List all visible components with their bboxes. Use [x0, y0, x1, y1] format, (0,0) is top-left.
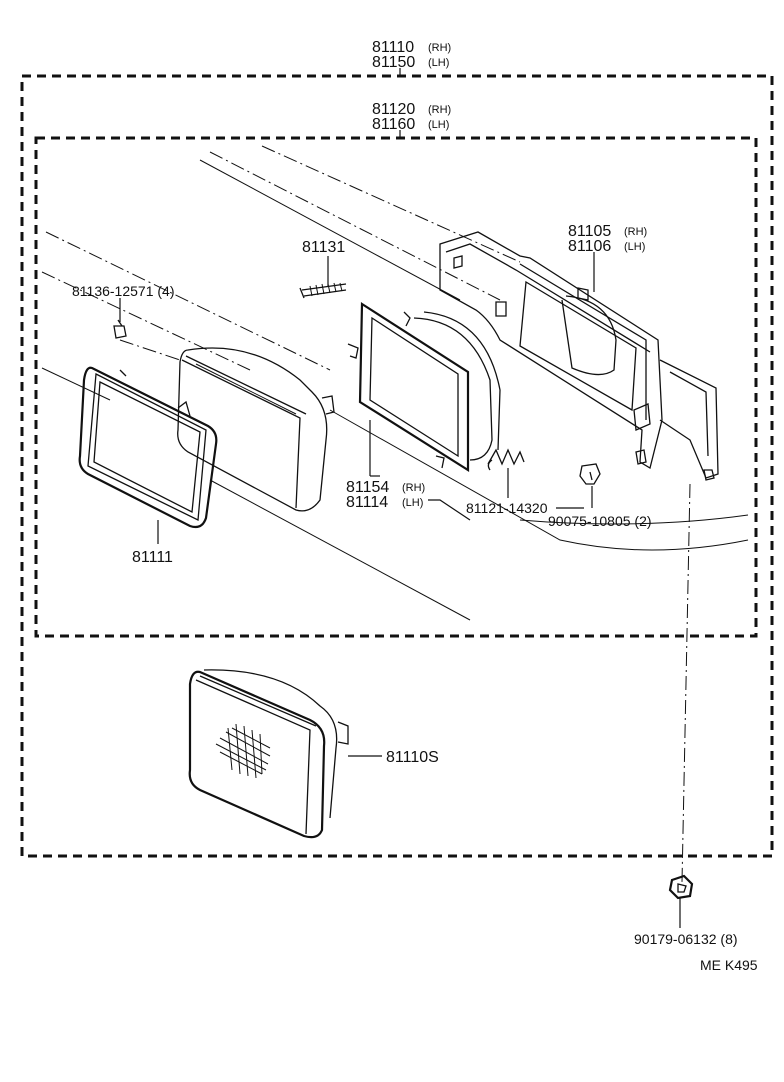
- label-bracket-rh: 81105: [568, 223, 611, 240]
- label-clip: 90075-10805 (2): [548, 513, 652, 529]
- mounting-ring: [347, 302, 501, 472]
- label-spring: 81121-14320: [466, 500, 548, 516]
- label-outer-rh-side: (RH): [428, 42, 451, 54]
- label-inner-rh-side: (RH): [428, 104, 451, 116]
- label-sealed-beam: 81110S: [386, 749, 439, 766]
- label-outer-rh: 81110: [372, 39, 414, 56]
- label-housing-rh-side: (RH): [402, 482, 425, 494]
- label-housing-lh-side: (LH): [402, 497, 423, 509]
- label-door-ring: 81111: [132, 549, 173, 566]
- inner-assembly-border: [34, 136, 758, 638]
- headlamp-door-ring: [78, 366, 218, 529]
- nut-guide-line: [681, 483, 691, 883]
- sealed-beam-unit: [188, 669, 349, 839]
- sealed-beam-inner: [177, 347, 335, 512]
- label-screw-small: 81136-12571 (4): [72, 283, 174, 299]
- label-bracket-rh-side: (RH): [624, 226, 647, 238]
- leader-lines: [119, 252, 681, 928]
- headlamp-bracket: [439, 231, 719, 481]
- label-nut: 90179-06132 (8): [634, 931, 738, 947]
- label-inner-lh: 81160: [372, 116, 415, 133]
- label-ref-code: ME K495: [700, 957, 758, 973]
- small-screw: [113, 319, 181, 361]
- label-outer-lh: 81150: [372, 54, 415, 71]
- label-screw: 81131: [302, 239, 345, 256]
- adjusting-screw: [299, 282, 347, 299]
- label-bracket-lh: 81106: [568, 238, 611, 255]
- clip: [579, 463, 601, 485]
- adjusting-spring: [487, 448, 525, 471]
- label-inner-lh-side: (LH): [428, 119, 449, 131]
- label-outer-lh-side: (LH): [428, 57, 449, 69]
- label-housing-rh: 81154: [346, 479, 389, 496]
- flange-nut: [668, 874, 694, 900]
- label-bracket-lh-side: (LH): [624, 241, 645, 253]
- body-panel-lines: [41, 145, 749, 621]
- part-labels: 81110 (RH) 81150 (LH) 81120 (RH) 81160 (…: [72, 39, 758, 973]
- label-inner-rh: 81120: [372, 101, 415, 118]
- outer-assembly-border: [20, 74, 774, 858]
- label-housing-lh: 81114: [346, 494, 388, 511]
